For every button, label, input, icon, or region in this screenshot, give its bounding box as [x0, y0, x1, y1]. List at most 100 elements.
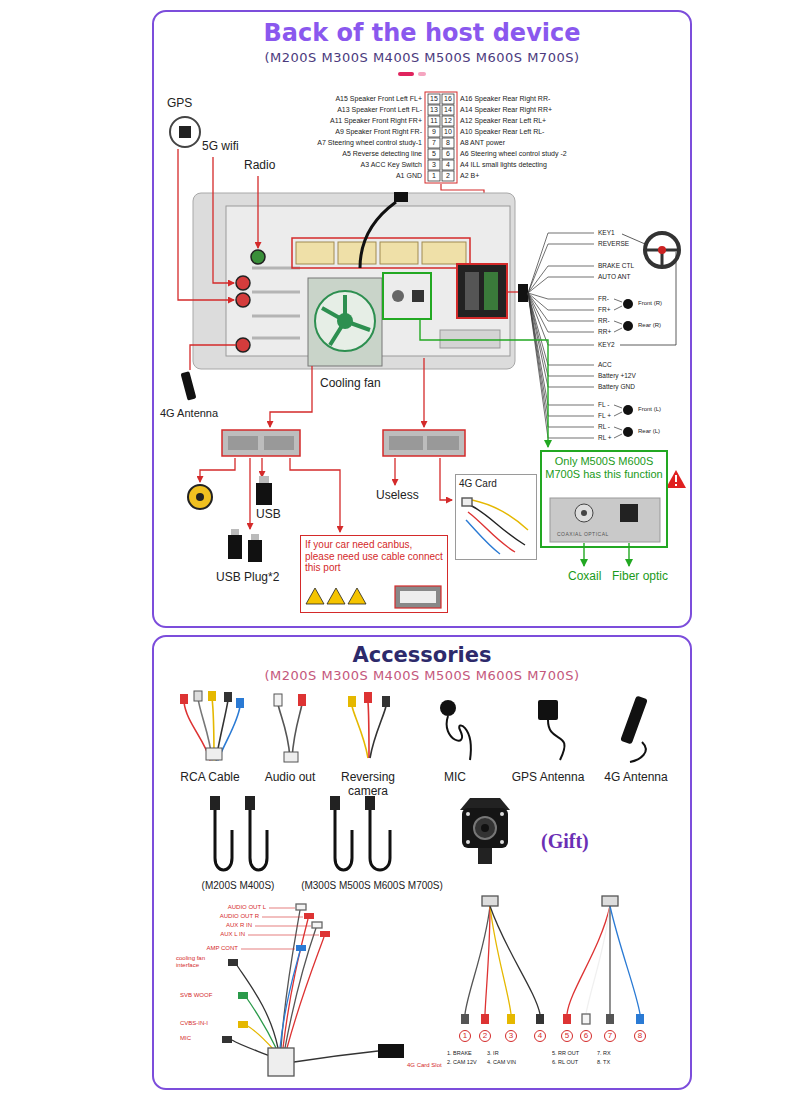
card-label: 4G Card	[459, 478, 533, 490]
pin-function: A2 B+	[460, 172, 479, 180]
camera-harness	[490, 906, 511, 1014]
pin-table	[428, 171, 440, 181]
pin-function: A13 Speaker Front Left FL-	[337, 106, 422, 114]
accessory-label: GPS Antenna	[512, 771, 585, 785]
main-harness	[228, 959, 238, 966]
main-harness	[296, 904, 306, 910]
speaker-symbol	[623, 427, 633, 437]
pin-number: 16	[444, 95, 452, 103]
camera-harness	[610, 906, 640, 1014]
head-unit	[193, 193, 515, 369]
wire-label: AUTO ANT	[598, 273, 630, 281]
lte-antenna	[620, 695, 648, 744]
pin-number: 9	[432, 128, 436, 136]
title-dash	[398, 72, 414, 76]
pin-table	[425, 92, 457, 183]
port-label: GPS	[167, 97, 192, 111]
wire-label: Battery +12V	[598, 372, 636, 380]
accessory-label: MIC	[444, 771, 466, 785]
gps-antenna	[179, 126, 191, 138]
main-harness	[246, 997, 276, 1048]
port-arrow	[420, 319, 629, 566]
head-unit	[337, 313, 353, 329]
main-harness	[280, 951, 300, 1048]
pin-number: 7	[432, 139, 436, 147]
head-unit	[338, 242, 376, 264]
gps-antenna	[538, 700, 558, 720]
port-label: USB	[256, 508, 281, 522]
rear-connector	[228, 436, 258, 450]
gps-antenna	[170, 117, 200, 147]
pin-function: A7 Steering wheel control study-1	[317, 139, 422, 147]
pin-table	[442, 160, 454, 170]
pin-number: 15	[430, 95, 438, 103]
pin-table	[442, 171, 454, 181]
main-harness	[281, 910, 300, 1048]
wire-label: AUDIO OUT L	[228, 904, 266, 911]
steering-wheel	[658, 246, 666, 254]
lte-antenna	[620, 695, 648, 762]
usb-cable	[215, 806, 232, 870]
pin-function: A15 Speaker Front Left FL+	[335, 95, 422, 103]
key-entry: 1. BRAKE	[447, 1050, 472, 1056]
pin-table	[425, 92, 457, 183]
warning-icon	[306, 588, 366, 604]
canbus-port	[395, 586, 441, 608]
port-lead	[200, 458, 235, 482]
gps-antenna	[170, 117, 200, 147]
pin-table	[442, 94, 454, 104]
usb-plug	[231, 529, 239, 536]
main-harness	[268, 1048, 294, 1076]
pin-number: 5	[432, 150, 436, 158]
usb-cable	[335, 806, 352, 870]
port-arrow	[420, 319, 548, 447]
usb-cable	[245, 796, 255, 810]
port-label: Radio	[244, 159, 275, 173]
speaker-symbol	[623, 405, 633, 415]
camera-harness	[461, 896, 644, 1024]
model-list: (M200S M300S M400S M500S M600S M700S)	[154, 668, 690, 684]
reversing-camera	[500, 812, 504, 816]
callout-circle: 2	[479, 1030, 491, 1042]
head-unit	[392, 290, 404, 302]
key-entry: 6. RL OUT	[552, 1059, 578, 1065]
card-box: 4G Card	[455, 474, 537, 560]
model-list: (M200S M300S M400S M500S M600S M700S)	[154, 50, 690, 66]
callout-circle: 7	[604, 1030, 616, 1042]
camera-harness	[461, 1014, 469, 1024]
wire-label: cooling fan interface	[176, 955, 216, 969]
optical-port	[550, 498, 660, 542]
panel: Accessories(M200S M300S M400S M500S M600…	[152, 635, 692, 1090]
port-lead	[423, 358, 424, 427]
camera-cable	[348, 692, 390, 758]
rear-connector	[427, 436, 459, 450]
port-lead	[394, 458, 395, 485]
wire-label: RL -	[598, 423, 610, 431]
warning-triangle	[666, 470, 686, 488]
camera-harness	[609, 906, 610, 1014]
rca-plug	[188, 485, 212, 509]
camera-cable	[368, 702, 369, 758]
wire-label: BRAKE CTL	[598, 262, 634, 270]
rca-plug	[196, 493, 204, 501]
pin-table	[428, 127, 440, 137]
wire-label: AUX R IN	[226, 922, 252, 929]
head-unit	[315, 291, 375, 351]
note-text: If your car need canbus, please need use…	[305, 539, 443, 574]
speaker-label: Rear (R)	[638, 322, 661, 329]
pin-number: 8	[446, 139, 450, 147]
head-unit	[193, 192, 515, 369]
callout-number: 5	[565, 1032, 569, 1040]
accessory-label: 4G Antenna	[604, 771, 667, 785]
wire-label: ACC	[598, 361, 612, 369]
antenna-lead	[257, 176, 258, 248]
camera-cable	[364, 692, 372, 703]
main-harness	[246, 1025, 274, 1050]
key-entry: 3. IR	[487, 1050, 499, 1056]
antenna-lead	[178, 149, 258, 370]
canbus-port	[395, 586, 441, 608]
audio-cable	[298, 694, 306, 706]
title-dash	[418, 72, 426, 76]
callout-number: 6	[584, 1032, 588, 1040]
camera-harness	[465, 906, 490, 1014]
